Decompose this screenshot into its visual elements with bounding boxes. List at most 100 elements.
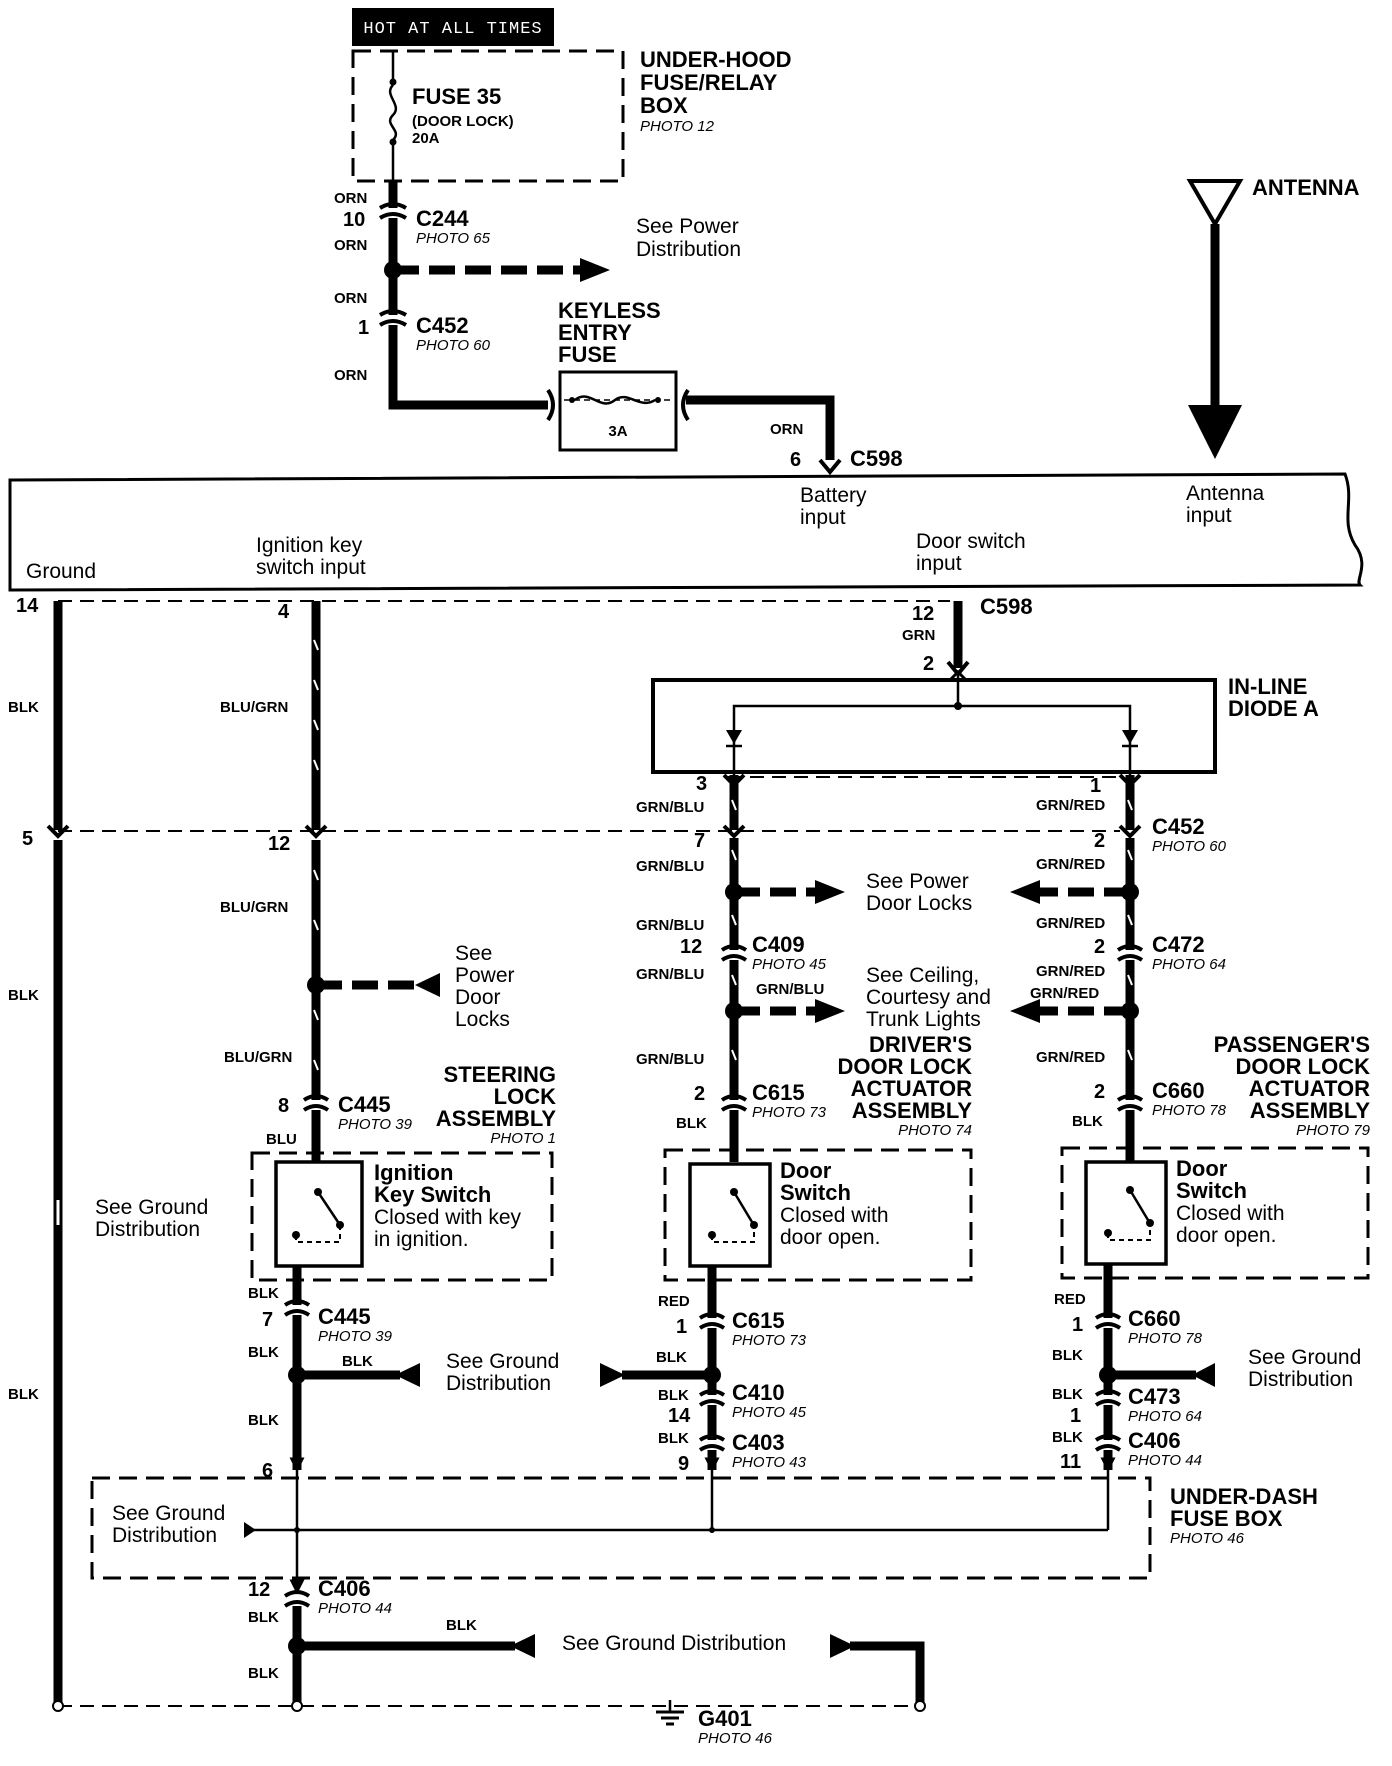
c244-label: C244 xyxy=(416,206,469,231)
grn-red-label: GRN/RED xyxy=(1036,915,1105,932)
in-line-diode-a: IN-LINE DIODE A xyxy=(651,601,1319,775)
c406-photo: PHOTO 44 xyxy=(1128,1452,1202,1469)
blk-label: BLK xyxy=(446,1617,477,1634)
c660-label: C660 xyxy=(1152,1078,1205,1103)
ignition-key-input-label-line2: switch input xyxy=(256,556,366,579)
see-ceiling-courtesy-trunk-lights: See Ceiling, Courtesy and Trunk Lights xyxy=(866,964,991,1031)
see-ground-distribution-ignition: See Ground xyxy=(446,1350,559,1373)
blu-grn-label: BLU/GRN xyxy=(220,899,288,916)
c472-photo: PHOTO 64 xyxy=(1152,956,1226,973)
pin-14: 14 xyxy=(16,595,39,617)
svg-text:ANTENNA: ANTENNA xyxy=(1252,175,1360,200)
pin-7: 7 xyxy=(262,1309,273,1331)
c406-label-bottom: C406 xyxy=(318,1576,371,1601)
drivers-door-lock-actuator-label: DRIVER'S DOOR LOCK ACTUATOR ASSEMBLY PHO… xyxy=(838,1032,973,1139)
c403-label: C403 xyxy=(732,1430,785,1455)
driver-door-switch-circuit xyxy=(720,773,845,1162)
svg-text:ASSEMBLY: ASSEMBLY xyxy=(436,1106,557,1131)
orn-label: ORN xyxy=(770,421,803,438)
door-switch-title-line2: Switch xyxy=(780,1180,851,1205)
blk-label: BLK xyxy=(8,699,39,716)
blk-label: BLK xyxy=(1052,1429,1083,1446)
hot-at-all-times-label: HOT AT ALL TIMES xyxy=(352,8,554,46)
svg-text:DRIVER'S: DRIVER'S xyxy=(869,1032,972,1057)
c409-label: C409 xyxy=(752,932,805,957)
pin-9-driver: 9 xyxy=(678,1453,689,1475)
svg-text:FUSE BOX: FUSE BOX xyxy=(1170,1506,1283,1531)
g401-label: G401 xyxy=(698,1706,752,1731)
svg-text:ACTUATOR: ACTUATOR xyxy=(1249,1076,1371,1101)
grn-red-label: GRN/RED xyxy=(1036,856,1105,873)
ignition-switch-desc-line2: in ignition. xyxy=(374,1228,469,1251)
see-ground-distribution-passenger-line2: Distribution xyxy=(1248,1368,1353,1391)
c452-label: C452 xyxy=(416,313,469,338)
c660-photo: PHOTO 78 xyxy=(1152,1102,1227,1119)
c244-photo: PHOTO 65 xyxy=(416,230,491,247)
passengers-door-lock-actuator-label: PASSENGER'S DOOR LOCK ACTUATOR ASSEMBLY … xyxy=(1214,1032,1371,1139)
c452-pin: 1 xyxy=(358,317,369,339)
svg-text:FUSE/RELAY: FUSE/RELAY xyxy=(640,70,778,95)
pin-6: 6 xyxy=(262,1460,273,1482)
grn-red-label: GRN/RED xyxy=(1030,985,1099,1002)
see-power-door-locks-center: See Power xyxy=(866,870,969,893)
antenna: ANTENNA xyxy=(1186,175,1360,459)
svg-text:BOX: BOX xyxy=(640,93,688,118)
c615-photo: PHOTO 73 xyxy=(752,1104,827,1121)
door-switch-desc: Closed with xyxy=(1176,1202,1285,1225)
under-hood-fuse-box: UNDER-HOOD FUSE/RELAY BOX PHOTO 12 xyxy=(351,47,792,183)
c410-label: C410 xyxy=(732,1380,785,1405)
pin-2-diode: 2 xyxy=(923,653,934,675)
door-switch-desc-line2: door open. xyxy=(780,1226,880,1249)
c445-label-lower: C445 xyxy=(318,1304,371,1329)
antenna-input-label-line2: input xyxy=(1186,504,1232,527)
svg-text:STEERING: STEERING xyxy=(444,1062,556,1087)
c472-label: C472 xyxy=(1152,932,1205,957)
blk-label: BLK xyxy=(8,1386,39,1403)
svg-text:Trunk Lights: Trunk Lights xyxy=(866,1008,981,1031)
steering-lock-assembly-box: Ignition Key Switch Closed with key in i… xyxy=(250,1151,554,1282)
pin-7-driver: 7 xyxy=(694,830,705,852)
pin-1-diode: 1 xyxy=(1090,775,1101,797)
svg-text:See: See xyxy=(455,942,492,965)
c473-photo: PHOTO 64 xyxy=(1128,1408,1202,1425)
svg-text:DOOR LOCK: DOOR LOCK xyxy=(838,1054,973,1079)
bottom-ground-wire xyxy=(52,1590,926,1712)
orn-label: ORN xyxy=(334,190,367,207)
svg-text:KEYLESS: KEYLESS xyxy=(558,298,661,323)
grn-blu-label: GRN/BLU xyxy=(756,981,824,998)
see-power-door-locks-center-line2: Door Locks xyxy=(866,892,972,915)
under-dash-fuse-box: UNDER-DASH FUSE BOX PHOTO 46 See Ground … xyxy=(90,1457,1318,1595)
c445-photo-lower: PHOTO 39 xyxy=(318,1328,393,1345)
driver-door-switch-box: Door Switch Closed with door open. xyxy=(663,1148,973,1282)
svg-text:PHOTO 74: PHOTO 74 xyxy=(898,1122,972,1139)
grn-blu-label: GRN/BLU xyxy=(636,858,704,875)
ignition-key-switch-circuit xyxy=(302,601,440,1162)
blk-label: BLK xyxy=(8,987,39,1004)
blk-label: BLK xyxy=(248,1412,279,1429)
fuse-35: FUSE 35 (DOOR LOCK) 20A xyxy=(388,51,514,181)
c452-photo: PHOTO 60 xyxy=(416,337,491,354)
ignition-ground-wire xyxy=(283,1266,420,1470)
c409-photo: PHOTO 45 xyxy=(752,956,827,973)
keyless-entry-control-unit: Ground Ignition key switch input Battery… xyxy=(8,472,1364,592)
svg-text:20A: 20A xyxy=(412,130,440,147)
svg-text:FUSE: FUSE xyxy=(558,342,617,367)
battery-input-label: Battery xyxy=(800,484,867,507)
grn-blu-label: GRN/BLU xyxy=(636,917,704,934)
c615-label: C615 xyxy=(752,1080,805,1105)
c403-photo: PHOTO 43 xyxy=(732,1454,807,1471)
passenger-door-switch-box: Door Switch Closed with door open. xyxy=(1060,1146,1370,1280)
blk-label: BLK xyxy=(1072,1113,1103,1130)
blk-label: BLK xyxy=(248,1665,279,1682)
see-ground-distribution-ignition-line2: Distribution xyxy=(446,1372,551,1395)
svg-text:ACTUATOR: ACTUATOR xyxy=(851,1076,973,1101)
pin-11-passenger: 11 xyxy=(1060,1451,1081,1473)
c445-photo: PHOTO 39 xyxy=(338,1116,413,1133)
blk-label: BLK xyxy=(658,1387,689,1404)
pin-1-passenger: 1 xyxy=(1072,1314,1083,1336)
c452-photo-lower: PHOTO 60 xyxy=(1152,838,1227,855)
see-ground-distribution-left-line2: Distribution xyxy=(95,1218,200,1241)
svg-text:Courtesy and: Courtesy and xyxy=(866,986,991,1009)
svg-text:IN-LINE: IN-LINE xyxy=(1228,674,1307,699)
grn-red-label: GRN/RED xyxy=(1036,963,1105,980)
